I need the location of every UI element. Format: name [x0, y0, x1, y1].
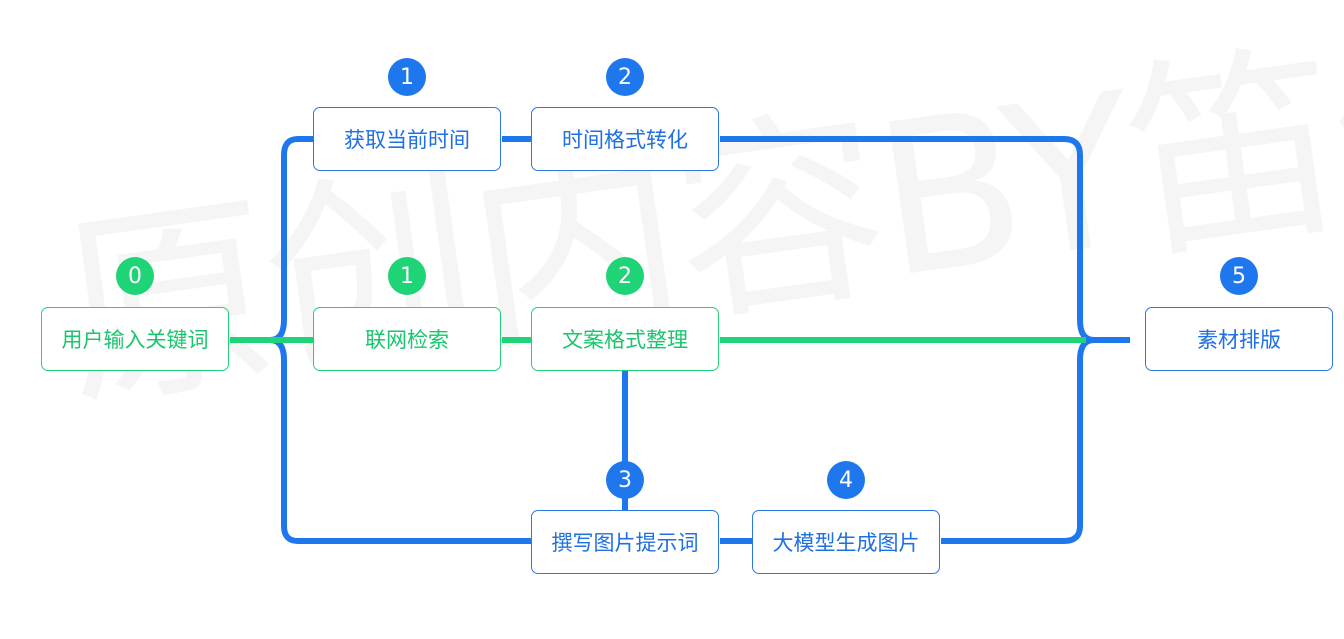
node-layout: 素材排版	[1145, 307, 1333, 371]
step-badge-4: 4	[827, 461, 865, 499]
step-badge-2-top: 2	[606, 58, 644, 96]
node-label: 文案格式整理	[562, 328, 688, 352]
node-text-format: 文案格式整理	[531, 307, 719, 371]
step-badge-1-mid: 1	[388, 257, 426, 295]
node-label: 撰写图片提示词	[551, 531, 699, 555]
node-label: 时间格式转化	[562, 128, 688, 152]
edge-time-to-merge	[720, 136, 1130, 343]
node-label: 素材排版	[1197, 328, 1281, 352]
node-get-time: 获取当前时间	[313, 107, 501, 171]
step-badge-0: 0	[116, 257, 154, 295]
step-badge-1-top: 1	[388, 58, 426, 96]
node-generate-image: 大模型生成图片	[752, 510, 940, 574]
node-label: 联网检索	[365, 328, 449, 352]
node-time-convert: 时间格式转化	[531, 107, 719, 171]
node-write-prompt: 撰写图片提示词	[531, 510, 719, 574]
step-badge-2-mid: 2	[606, 257, 644, 295]
node-label: 获取当前时间	[344, 128, 470, 152]
step-badge-3: 3	[606, 461, 644, 499]
node-label: 大模型生成图片	[772, 531, 920, 555]
node-web-search: 联网检索	[313, 307, 501, 371]
node-label: 用户输入关键词	[61, 328, 209, 352]
node-user-input: 用户输入关键词	[41, 307, 229, 371]
step-badge-5: 5	[1220, 257, 1258, 295]
edge-image-to-merge	[941, 337, 1095, 544]
